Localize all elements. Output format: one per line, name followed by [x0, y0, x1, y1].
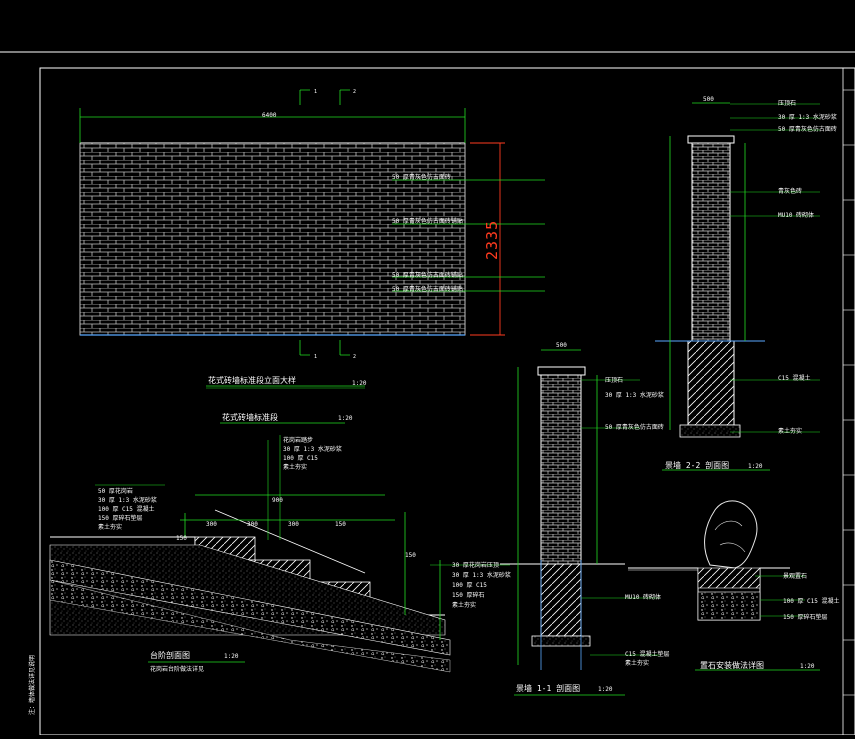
step-dim-3: 300 — [288, 521, 299, 528]
step-dim-total: 900 — [272, 497, 283, 504]
section11-callout-4: MU10 砖砌体 — [625, 594, 662, 601]
rock-detail-scale: 1:20 — [800, 663, 815, 670]
side-note: 注：墙体做法详见说明 — [29, 654, 36, 715]
section22-title: 景墙 2-2 剖面图 — [665, 461, 730, 470]
section22-top-dim: 500 — [703, 96, 714, 103]
section11-callout-2: 30 厚 1:3 水泥砂浆 — [605, 392, 664, 399]
wall-top-dimension: 6400 — [262, 112, 277, 119]
section-mark-bottom-1: 1 — [314, 354, 318, 360]
step-dim-1: 300 — [206, 521, 217, 528]
step-left-callout-5: 素土夯实 — [98, 524, 123, 531]
step-left-callout-1: 50 厚花岗岩 — [98, 488, 133, 495]
step-left-callout-2: 30 厚 1:3 水泥砂浆 — [98, 497, 157, 504]
wall-height-dimension: 2335 — [483, 219, 501, 260]
step-dim-5: 150 — [176, 535, 187, 542]
section22-coping — [687, 135, 735, 144]
step-gravel-layer — [49, 559, 451, 656]
step-detail-title: 花式砖墙标准段 — [222, 413, 278, 422]
wall-callout-3: 50 厚青灰色仿古面砖铺贴 — [392, 272, 463, 279]
section22-callout-1: 压顶石 — [778, 100, 797, 107]
step-top-callout-3: 100 厚 C15 — [283, 455, 318, 462]
step-top-callout-4: 素土夯实 — [283, 464, 308, 471]
section-mark-top-2: 2 — [353, 89, 357, 95]
step-gravel-layer-2 — [49, 579, 451, 673]
section-marker-top — [299, 89, 310, 105]
section11-brick-wall — [540, 366, 582, 565]
section-mark-bottom-2: 2 — [353, 354, 357, 360]
step-left-callout-3: 100 厚 C15 混凝土 — [98, 506, 155, 513]
step-detail-scale: 1:20 — [338, 415, 353, 422]
section22-callout-5: MU10 砖砌体 — [778, 212, 815, 219]
step-right-callout-1: 30 厚花岗岩压顶 — [452, 562, 499, 569]
section22-brick-wall — [691, 142, 731, 342]
section22-callout-6: C15 混凝土 — [778, 375, 811, 382]
rock-detail-title: 置石安装做法详图 — [700, 661, 764, 670]
rock-outline — [704, 500, 758, 569]
step-top-callout-1: 花岗岩踏步 — [283, 437, 314, 444]
rock-callout-3: 150 厚碎石垫层 — [783, 614, 828, 621]
section11-top-dim: 500 — [556, 342, 567, 349]
step-right-callout-3: 100 厚 C15 — [452, 582, 487, 589]
section11-foundation — [540, 563, 582, 637]
step-section-title: 台阶剖面图 — [150, 651, 190, 660]
step-right-callout-4: 150 厚碎石 — [452, 592, 485, 599]
section-marker-bottom — [339, 340, 350, 356]
step-right-callout-5: 素土夯实 — [452, 602, 477, 609]
section-marker-top — [339, 89, 350, 105]
step-top-callout-2: 30 厚 1:3 水泥砂浆 — [283, 446, 342, 453]
section22-callout-2: 30 厚 1:3 水泥砂浆 — [778, 114, 837, 121]
step-section-scale: 1:20 — [224, 653, 239, 660]
wall-callout-2: 50 厚青灰色仿古面砖铺贴 — [392, 218, 463, 225]
section22-callout-3: 50 厚青灰色仿古面砖 — [778, 126, 837, 133]
section11-callout-5: C15 混凝土垫层 — [625, 651, 670, 658]
section11-coping — [537, 366, 586, 376]
section11-footing — [531, 635, 591, 647]
rock-callout-1: 景观置石 — [783, 573, 808, 580]
rock-callout-2: 100 厚 C15 混凝土 — [783, 598, 840, 605]
section11-callout-1: 压顶石 — [605, 377, 624, 384]
section22-foundation — [687, 340, 735, 426]
step-section-note: 花岗岩台阶做法详见 — [150, 666, 205, 673]
wall-callout-4: 50 厚青灰色仿古面砖铺贴 — [392, 286, 463, 293]
wall-elevation-bricks — [79, 142, 466, 336]
section22-callout-7: 素土夯实 — [778, 428, 803, 435]
section-mark-top-1: 1 — [314, 89, 318, 95]
section22-footing — [679, 424, 741, 438]
step-dim-2: 300 — [247, 521, 258, 528]
rock-concrete-layer — [697, 567, 761, 589]
section11-callout-6: 素土夯实 — [625, 660, 650, 667]
wall-elevation-scale: 1:20 — [352, 380, 367, 387]
section-marker-bottom — [299, 340, 310, 356]
section22-callout-4: 青灰色砖 — [778, 188, 803, 195]
section11-callout-3: 50 厚青灰色仿古面砖 — [605, 424, 664, 431]
section22-scale: 1:20 — [748, 463, 763, 470]
step-dim-6: 150 — [405, 552, 416, 559]
step-dim-4: 150 — [335, 521, 346, 528]
step-right-callout-2: 30 厚 1:3 水泥砂浆 — [452, 572, 511, 579]
rock-texture — [714, 520, 746, 553]
step-left-callout-4: 150 厚碎石垫层 — [98, 515, 143, 522]
section11-scale: 1:20 — [598, 686, 613, 693]
wall-elevation-title: 花式砖墙标准段立面大样 — [208, 376, 296, 385]
rock-gravel-layer — [697, 591, 761, 621]
section11-title: 景墙 1-1 剖面图 — [516, 684, 581, 693]
step-handrail — [214, 509, 366, 574]
wall-callout-1: 50 厚青灰色仿古面砖 — [392, 174, 451, 181]
